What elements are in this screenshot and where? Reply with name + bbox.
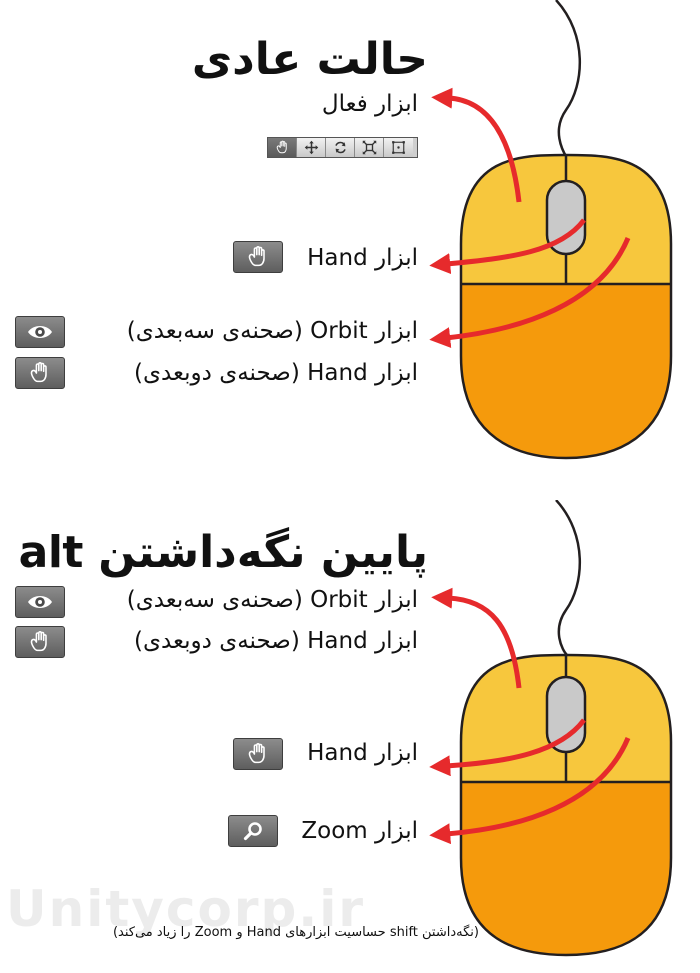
scale-icon[interactable] (355, 138, 384, 157)
arrow-left-click (431, 87, 522, 203)
title-normal-mode: حالت عادی (191, 34, 429, 85)
hand-icon (15, 626, 65, 658)
watermark: Unitycorp.ir (6, 880, 366, 938)
mouse-diagram-normal (429, 0, 673, 460)
mouse-wheel (545, 675, 587, 754)
arrow-right-click (429, 237, 631, 348)
rotate-icon[interactable] (326, 138, 355, 157)
mouse-lower-half (461, 284, 671, 458)
magnifier-icon (228, 815, 278, 847)
orbit-3d-label-alt: ابزار Orbit (صحنه‌ی سه‌بعدی) (126, 587, 418, 613)
eye-icon (15, 316, 65, 348)
arrow-left-click (431, 587, 522, 689)
hand-icon (233, 241, 283, 273)
eye-icon (15, 586, 65, 618)
unity-tool-bar (267, 137, 418, 158)
arrow-wheel (429, 218, 586, 275)
mouse-outline (459, 153, 673, 460)
hand-2d-label-alt: ابزار Hand (صحنه‌ی دوبعدی) (133, 628, 418, 654)
mouse-outline (459, 653, 673, 957)
arrow-right-click (429, 737, 631, 845)
hand-icon (233, 738, 283, 770)
orbit-3d-label: ابزار Orbit (صحنه‌ی سه‌بعدی) (126, 318, 418, 344)
move-arrows-icon[interactable] (297, 138, 326, 157)
hand-2d-label: ابزار Hand (صحنه‌ی دوبعدی) (133, 360, 418, 386)
wheel-hand-label: ابزار Hand (307, 245, 418, 271)
title-alt-mode: پایین نگه‌داشتن alt (18, 527, 429, 578)
mouse-cable (555, 0, 581, 159)
hand-icon[interactable] (268, 138, 297, 157)
zoom-label: ابزار Zoom (301, 818, 418, 844)
shift-sensitivity-note: (نگه‌داشتن shift حساسیت ابزارهای Hand و … (112, 925, 479, 940)
mouse-wheel (545, 179, 587, 256)
mouse-lower-half (461, 782, 671, 955)
arrow-wheel (429, 718, 586, 777)
mouse-diagram-alt (429, 500, 673, 957)
hand-icon (15, 357, 65, 389)
rect-transform-icon[interactable] (384, 138, 413, 157)
active-tool-label: ابزار فعال (321, 91, 418, 117)
wheel-hand-label-alt: ابزار Hand (307, 740, 418, 766)
mouse-cable (555, 500, 581, 656)
